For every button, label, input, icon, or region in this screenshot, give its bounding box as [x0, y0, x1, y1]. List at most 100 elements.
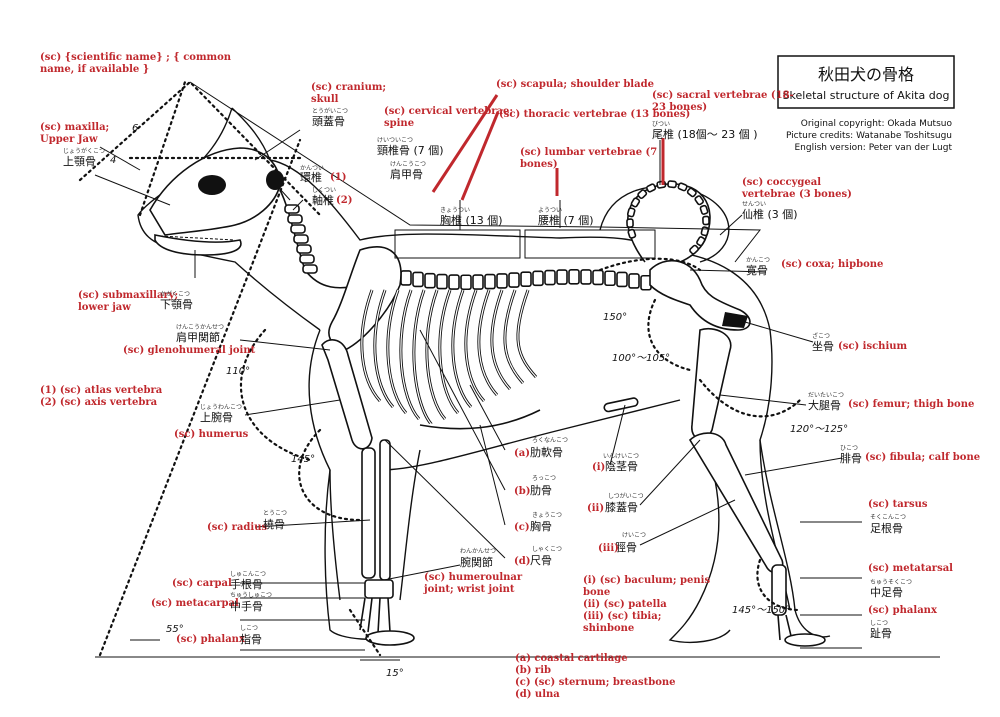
label-num2: (2) — [336, 195, 352, 206]
credit-copyright: Original copyright: Okada Mutsuo — [801, 119, 953, 129]
jp-shitsugaikotsu: 膝蓋骨 — [605, 501, 638, 514]
furi-zakotsu: ざこつ — [812, 332, 830, 340]
jp-jikutsui: 軸椎 — [312, 193, 334, 207]
angle-120-125: 120°～125° — [790, 424, 848, 435]
baculum-bone — [603, 397, 639, 413]
label-maxilla-1: (sc) maxilla; — [40, 122, 109, 133]
scapula-bone — [328, 246, 402, 351]
vertebra — [424, 272, 436, 289]
rib-highlight — [387, 289, 407, 414]
jp-bitsui: 尾椎 (18個～ 23 個 ) — [652, 127, 758, 141]
tail-vertebra — [696, 236, 706, 247]
tail-vertebra — [694, 195, 704, 206]
label-cervical-2: spine — [384, 118, 414, 129]
vertebra — [508, 272, 520, 288]
rib-highlight — [361, 289, 381, 402]
jp-chuushukotsu: 中手骨 — [230, 599, 263, 613]
label-lumbar-2: bones) — [520, 159, 558, 170]
vertebra — [412, 271, 424, 288]
label-submax-2: lower jaw — [78, 302, 131, 313]
vertebra — [616, 271, 628, 288]
english-labels: (sc) {scientific name} ; { common name, … — [40, 52, 980, 700]
label-ischium: (sc) ischium — [838, 341, 908, 352]
label-thoracic: (sc) thoracic vertebrae (13 bones) — [499, 109, 690, 120]
japanese-labels: とうがいこつ 頭蓋骨 けいついこつ 頸椎骨 (7 個) けんこうこつ 肩甲骨 か… — [63, 107, 912, 646]
vertebra — [580, 269, 592, 285]
furi-kyoukotsu: きょうこつ — [532, 512, 562, 519]
label-tibia-1: (iii) (sc) tibia; — [583, 611, 661, 622]
furi-shukonkotsu: しゅこんこつ — [230, 571, 266, 578]
marker-c: (c) — [514, 522, 530, 533]
furi-kankotsu: かんこつ — [746, 257, 770, 264]
vertebra — [448, 274, 460, 290]
rib — [477, 289, 499, 397]
title-en: Skeletal structure of Akita dog — [783, 89, 950, 102]
vertebra — [532, 270, 544, 287]
tail-vertebra — [646, 183, 657, 193]
furi-kenkoukansetsu: けんこうかんせつ — [176, 324, 224, 331]
jp-jougakukotsu: 上顎骨 — [63, 155, 96, 168]
label-carpal: (sc) carpal — [172, 578, 232, 589]
jp-keitsuikotsu: 頸椎骨 (7 個) — [377, 143, 444, 157]
label-patella: (ii) (sc) patella — [583, 599, 667, 610]
cervical-vertebra — [296, 244, 312, 254]
tail-vertebra — [630, 197, 641, 208]
marker-iii: (iii) — [598, 543, 619, 554]
label-bottom-c: (c) (sc) sternum; breastbone — [515, 677, 676, 688]
furi-shitsugaikotsu: しつがいこつ — [608, 492, 644, 500]
vertebra — [604, 270, 616, 287]
rib — [438, 289, 460, 415]
label-atlas: (1) (sc) atlas vertebra — [40, 385, 163, 396]
cervical-vertebra — [293, 234, 309, 244]
furi-shakkotsu: しゃくこつ — [532, 546, 562, 553]
label-baculum-2: bone — [583, 587, 610, 598]
furi-chuushukotsu: ちゅうしゅこつ — [230, 592, 272, 599]
label-tibia-2: shinbone — [583, 623, 634, 634]
jp-wankansetsu: 腕関節 — [460, 555, 493, 569]
angle-145-150: 145°～150° — [732, 605, 790, 616]
rib-highlight — [491, 289, 511, 390]
tail-vertebra — [686, 187, 697, 198]
jp-chuusokkotsu: 中足骨 — [870, 586, 903, 599]
label-cranium-2: skull — [311, 94, 339, 105]
furi-kenkoukotsu: けんこうこつ — [390, 161, 426, 168]
furi-daitaikotsu: だいたいこつ — [808, 392, 844, 399]
label-metatarsal: (sc) metatarsal — [868, 563, 953, 574]
jp-tougaikotsu: 頭蓋骨 — [312, 115, 345, 128]
jp-kenkoukotsu: 肩甲骨 — [390, 167, 423, 181]
marker-ii: (ii) — [587, 503, 604, 514]
jp-keikotsu: 脛骨 — [615, 541, 637, 554]
jp-kagakukotsu: 下顎骨 — [160, 298, 193, 311]
credit-english: English version: Peter van der Lugt — [794, 143, 952, 153]
rib-highlight — [465, 289, 485, 402]
furi-jougakukotsu: じょうがくこつ — [63, 147, 105, 155]
label-num1: (1) — [330, 172, 346, 183]
vertebra — [400, 270, 412, 286]
label-phalanx-fore: (sc) phalanx — [176, 634, 246, 645]
jp-sentsui: 仙椎 (3 個) — [742, 207, 798, 221]
tail-vertebra — [699, 204, 709, 215]
marker-a: (a) — [514, 448, 530, 459]
vertebra — [592, 269, 604, 286]
label-sacral-1: (sc) sacral vertebrae (18- — [652, 90, 794, 101]
hind-leg — [603, 328, 826, 647]
label-coxa: (sc) coxa; hipbone — [781, 259, 883, 270]
jp-kankotsu: 寛骨 — [746, 263, 768, 277]
rib — [503, 289, 525, 385]
marker-d: (d) — [514, 556, 530, 567]
ribs — [360, 289, 538, 427]
jp-zakotsu: 坐骨 — [812, 340, 834, 353]
jp-kyoukotsu: 胸骨 — [530, 519, 552, 533]
furi-hikotsu: ひこつ — [840, 445, 858, 452]
furi-youtsui: ようつい — [538, 207, 562, 214]
label-cervical-1: (sc) cervical vertebrae; — [384, 106, 513, 117]
tail-vertebra — [689, 244, 700, 255]
label-coccygeal-2: vertebrae (3 bones) — [741, 189, 852, 200]
sternum-bone — [419, 409, 541, 430]
cervical-vertebra — [302, 264, 318, 274]
furi-shikotsu-hind: しこつ — [870, 620, 888, 627]
jp-kenkoukansetsu: 肩甲関節 — [176, 330, 220, 344]
label-sacral-2: 23 bones) — [652, 102, 707, 113]
measure-6: 6 — [132, 123, 138, 134]
furi-rokkotsu: ろっこつ — [532, 475, 556, 482]
